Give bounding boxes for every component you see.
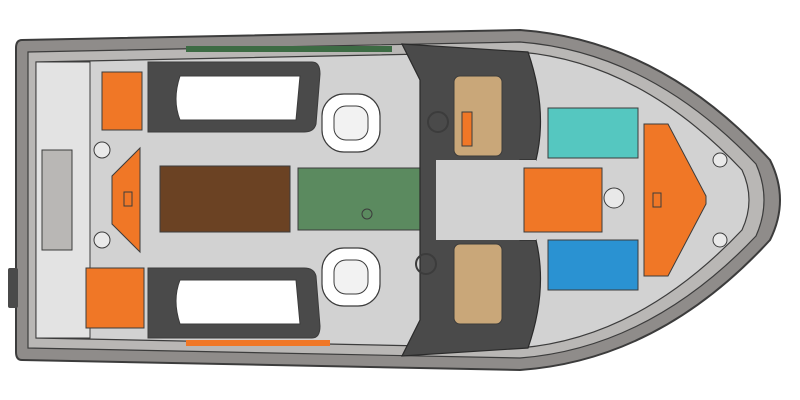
console-display — [461, 111, 473, 147]
floor-hatch-brown[interactable] — [159, 165, 291, 233]
steering-wheel-icon[interactable] — [415, 253, 437, 275]
side-seat-left-cushion — [175, 75, 301, 121]
helm-seat-right[interactable] — [321, 247, 381, 307]
cupholder-icon — [93, 231, 111, 249]
hatch-handle-icon — [361, 208, 373, 220]
floor-hatch-green[interactable] — [297, 167, 437, 231]
transom-notch — [41, 149, 73, 251]
bow-left-locker[interactable] — [547, 107, 639, 159]
anchor-latch — [652, 192, 662, 208]
stern-left-locker[interactable] — [101, 71, 143, 131]
stern-right-locker[interactable] — [85, 267, 145, 329]
bow-cleat-icon — [712, 152, 728, 168]
side-seat-right-cushion — [175, 279, 301, 325]
cupholder-icon — [93, 141, 111, 159]
gunwale-rail-bottom — [186, 340, 330, 346]
bow-anchor-locker[interactable] — [643, 123, 707, 277]
helm-seat-left[interactable] — [321, 93, 381, 153]
bow-cupholder-icon — [603, 187, 625, 209]
windshield-center-walkway — [436, 160, 536, 240]
transom-center-hatch[interactable] — [111, 146, 141, 254]
bow-right-locker[interactable] — [547, 239, 639, 291]
stern-motor-bracket — [8, 268, 18, 308]
helm-console-right[interactable] — [453, 243, 503, 325]
gunwale-rail-top — [186, 46, 392, 52]
steering-wheel-icon[interactable] — [427, 111, 449, 133]
transom-latch — [123, 191, 133, 207]
bow-center-hatch[interactable] — [523, 167, 603, 233]
bow-cleat-icon — [712, 232, 728, 248]
helm-console-left[interactable] — [453, 75, 503, 157]
